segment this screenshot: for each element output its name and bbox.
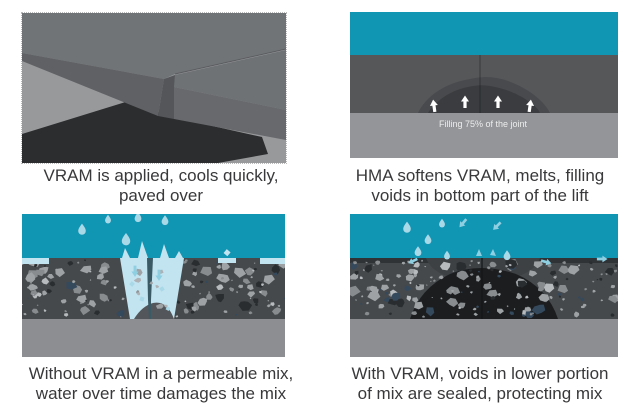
rain-droplet-icon bbox=[78, 214, 169, 246]
joint-crack bbox=[147, 258, 153, 319]
pavement-slab-top bbox=[22, 13, 286, 79]
caption-line: of mix are sealed, protecting mix bbox=[357, 384, 603, 403]
sealed-voids-illustration bbox=[350, 214, 618, 357]
vram-strip bbox=[22, 101, 268, 163]
eroded-material bbox=[134, 302, 174, 319]
water-splashes bbox=[22, 241, 285, 264]
down-arrow-icon bbox=[131, 265, 163, 281]
caption-line: With VRAM, voids in lower portion bbox=[351, 364, 609, 383]
rain-droplet-icon bbox=[403, 218, 511, 261]
up-arrow-icon bbox=[429, 95, 535, 113]
base-layer bbox=[350, 319, 618, 357]
panel-caption: VRAM is applied, cools quickly, paved ov… bbox=[0, 166, 322, 206]
caption-line: VRAM is applied, cools quickly, bbox=[43, 166, 279, 185]
joint-cross-section-illustration: Filling 75% of the joint bbox=[350, 12, 618, 158]
caption-line: Without VRAM in a permeable mix, bbox=[28, 364, 294, 383]
aggregate-fines bbox=[353, 259, 618, 318]
water-damage-illustration bbox=[22, 214, 285, 357]
joint-seam-line bbox=[174, 48, 286, 75]
vram-mound bbox=[428, 85, 540, 113]
caption-line: HMA softens VRAM, melts, filling bbox=[355, 166, 605, 185]
lower-lift-layer bbox=[350, 113, 618, 158]
sky bbox=[22, 214, 285, 258]
isometric-pavement-illustration bbox=[22, 13, 286, 163]
sky bbox=[350, 12, 618, 55]
caption-line: voids in bottom part of the lift bbox=[371, 186, 589, 205]
panel-caption: Without VRAM in a permeable mix, water o… bbox=[0, 364, 322, 404]
adjacent-slab-top bbox=[174, 50, 286, 110]
sky bbox=[350, 214, 618, 258]
panel-caption: With VRAM, voids in lower portion of mix… bbox=[320, 364, 640, 404]
caption-line: paved over bbox=[118, 186, 204, 205]
panel-with-vram bbox=[350, 214, 618, 357]
pavement-slab-front bbox=[22, 53, 164, 116]
debris-particles bbox=[129, 281, 171, 312]
deflect-arrow-icon bbox=[408, 218, 608, 266]
panel-hma-softens: Filling 75% of the joint bbox=[350, 12, 618, 158]
aggregate-stones bbox=[350, 259, 618, 319]
panel-vram-applied bbox=[21, 12, 287, 164]
pavement-slab-end-face bbox=[158, 75, 175, 119]
panel-caption: HMA softens VRAM, melts, filling voids i… bbox=[320, 166, 640, 206]
caption-line: water over time damages the mix bbox=[35, 384, 287, 403]
adjacent-slab-front bbox=[174, 87, 286, 140]
filling-annotation: Filling 75% of the joint bbox=[439, 119, 528, 129]
base-layer bbox=[22, 319, 285, 357]
panel-without-vram bbox=[22, 214, 285, 357]
loose-stones-in-water bbox=[133, 268, 168, 309]
